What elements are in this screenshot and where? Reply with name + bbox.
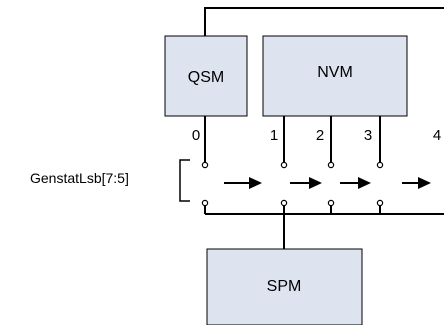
arrow-2-head — [358, 177, 371, 189]
contact-bottom-3 — [376, 199, 384, 207]
contact-bottom-2 — [327, 199, 335, 207]
qsm-block: QSM — [164, 35, 248, 117]
position-label-1: 1 — [270, 127, 278, 144]
contact-bottom-1 — [280, 199, 288, 207]
qsm-label: QSM — [188, 69, 224, 86]
nvm-label: NVM — [317, 64, 353, 81]
contact-top-0 — [201, 161, 209, 169]
signal-label: GenstatLsb[7:5] — [30, 170, 129, 186]
top-bus-wire — [204, 7, 444, 36]
arrow-3-head — [418, 177, 431, 189]
switch-arrows — [224, 177, 431, 189]
signal-bracket — [179, 159, 190, 202]
arrow-0-head — [249, 177, 262, 189]
position-label-0: 0 — [192, 127, 200, 144]
contact-top-3 — [376, 161, 384, 169]
position-label-3: 3 — [364, 127, 372, 144]
spm-label: SPM — [267, 278, 302, 295]
contact-bottom-0 — [201, 199, 209, 207]
arrow-1-head — [309, 177, 322, 189]
nvm-block: NVM — [262, 35, 408, 117]
position-label-4: 4 — [433, 127, 441, 144]
contact-top-2 — [327, 161, 335, 169]
position-label-2: 2 — [316, 127, 324, 144]
spm-block: SPM — [206, 248, 363, 325]
contact-top-1 — [280, 161, 288, 169]
